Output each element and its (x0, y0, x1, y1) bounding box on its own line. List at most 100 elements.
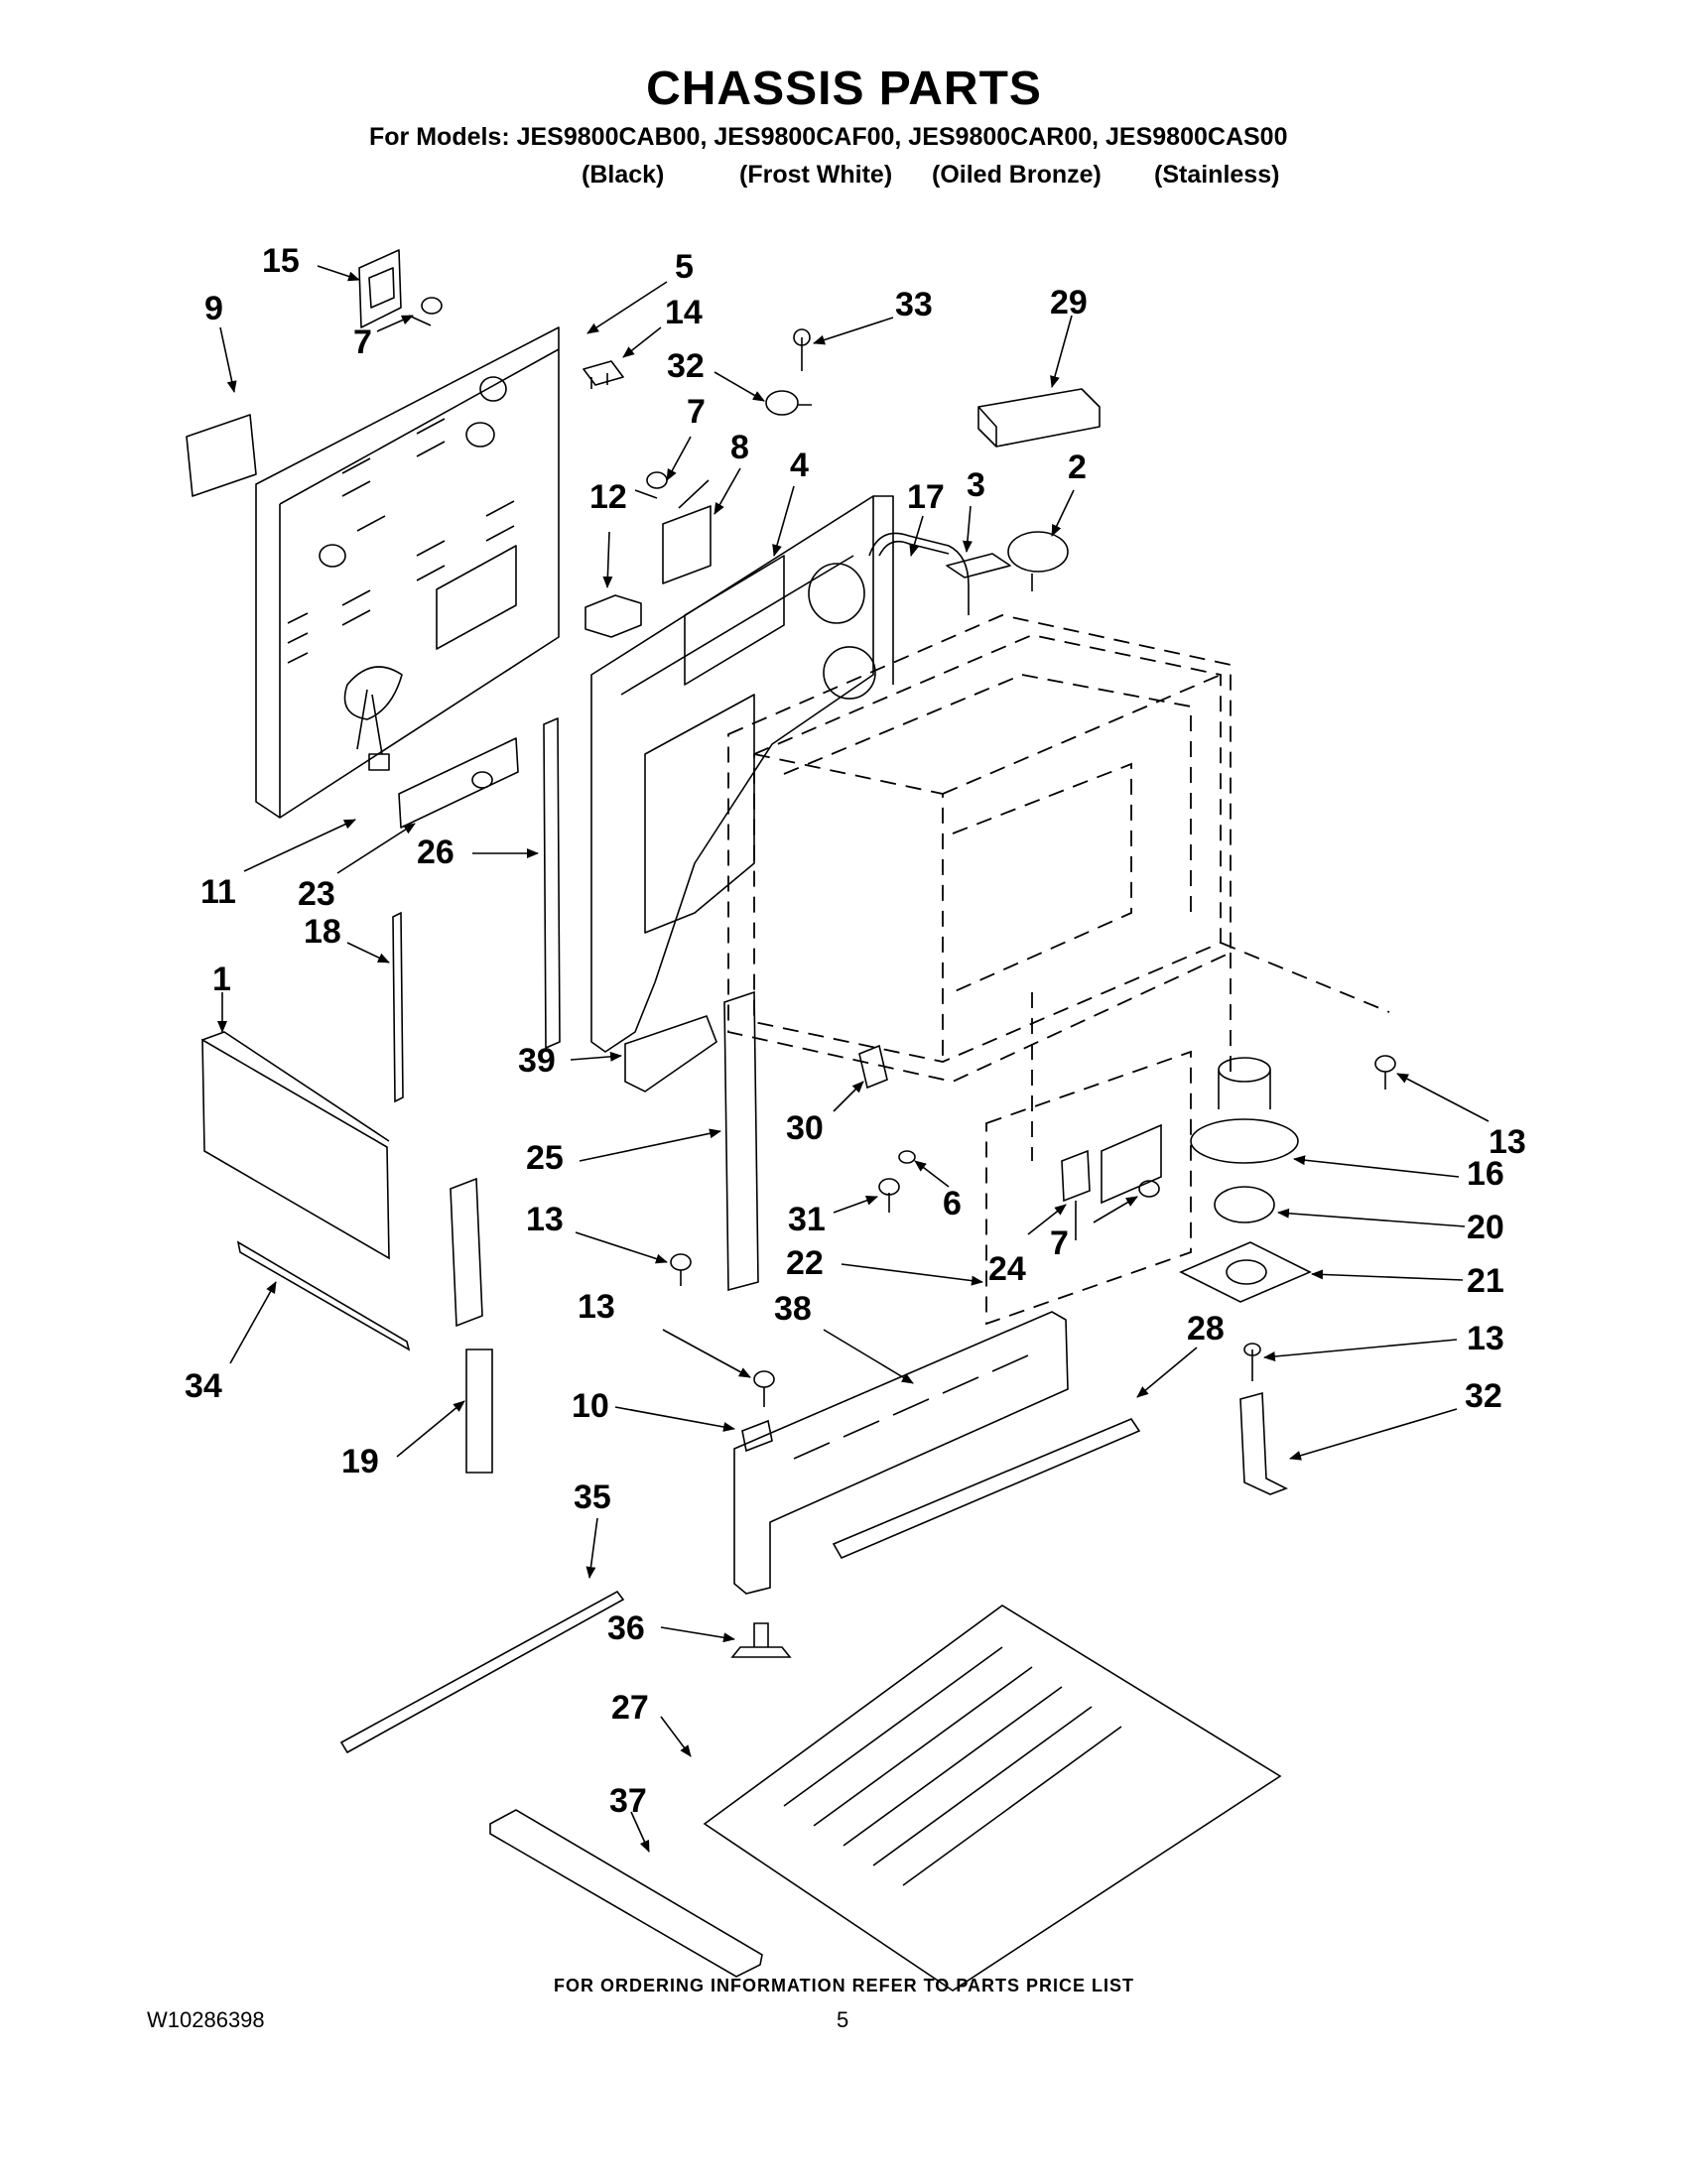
front-frame-openings (644, 555, 876, 934)
leader-7c (1093, 1196, 1138, 1223)
rear-panel-plate (436, 545, 517, 650)
leader-27 (660, 1716, 692, 1757)
leader-15 (317, 265, 360, 282)
callout-32b: 32 (1465, 1377, 1502, 1415)
callout-2: 2 (1068, 449, 1087, 486)
leader-37 (630, 1811, 650, 1853)
callout-13c: 13 (578, 1288, 615, 1326)
leader-14 (622, 326, 662, 358)
callout-11: 11 (200, 873, 236, 911)
leader-8 (714, 467, 741, 515)
rear-panel-holes (319, 376, 507, 568)
callout-7a: 7 (353, 323, 372, 361)
drawer-panel-part-1 (201, 1031, 390, 1260)
rail-part-37 (489, 1809, 763, 1978)
callout-24: 24 (988, 1250, 1026, 1288)
callout-13d: 13 (1467, 1320, 1504, 1357)
fan-part (343, 666, 403, 771)
leader-16 (1293, 1155, 1460, 1178)
callout-13a: 13 (1489, 1123, 1526, 1161)
callout-3: 3 (967, 466, 985, 504)
leader-5 (586, 281, 668, 334)
callout-23: 23 (298, 875, 335, 913)
leader-19 (396, 1400, 465, 1458)
leader-33 (813, 317, 894, 345)
callout-32: 32 (667, 347, 705, 385)
callout-26: 26 (417, 834, 454, 871)
callout-8: 8 (730, 429, 749, 466)
callout-1: 1 (212, 961, 231, 998)
leader-4 (772, 485, 795, 557)
hose-part-17 (868, 532, 970, 615)
bracket-part-15 (358, 249, 402, 328)
hinge-part-39 (450, 1177, 483, 1328)
leader-18 (346, 942, 390, 964)
side-strip-part-18 (392, 911, 404, 1103)
element-box-part (985, 1050, 1192, 1326)
thermostat-part-14 (583, 360, 624, 389)
leader-32b (1289, 1408, 1458, 1461)
filter-part-20 (1214, 1186, 1275, 1223)
terminal-block-part-12 (584, 594, 642, 638)
callout-10: 10 (572, 1387, 609, 1425)
callout-9: 9 (204, 290, 223, 327)
callout-16: 16 (1467, 1155, 1504, 1193)
clip-part-30 (858, 1044, 888, 1090)
document-number: W10286398 (147, 2007, 265, 2032)
leader-38 (823, 1329, 914, 1384)
bracket-part-8 (662, 479, 712, 584)
callout-5: 5 (675, 248, 694, 286)
callout-13b: 13 (526, 1201, 564, 1238)
page-number: 5 (837, 2007, 849, 2032)
callout-34: 34 (185, 1367, 222, 1405)
screw-part-13a (1374, 1055, 1396, 1090)
callout-39: 39 (518, 1042, 556, 1080)
leader-13b (575, 1231, 668, 1264)
burner-tower-part-16 (1190, 1057, 1299, 1164)
front-frame-part (590, 495, 894, 1053)
duct-part-29 (977, 388, 1101, 448)
rear-panel-slots (287, 418, 515, 664)
finish-oiled-bronze: (Oiled Bronze) (932, 161, 1102, 189)
callout-7b: 7 (687, 393, 706, 431)
leader-34 (229, 1281, 277, 1364)
callout-7c: 7 (1050, 1224, 1069, 1262)
oven-cavity-inner (783, 674, 1192, 993)
finish-stainless: (Stainless) (1154, 161, 1280, 189)
vent-part-23 (398, 737, 519, 829)
callout-17: 17 (907, 478, 945, 516)
leader-31 (833, 1196, 878, 1214)
callout-38: 38 (774, 1290, 812, 1328)
leader-6 (914, 1160, 950, 1188)
callout-19: 19 (341, 1443, 379, 1480)
leader-21 (1311, 1269, 1464, 1281)
leader-39 (570, 1051, 622, 1062)
leader-2 (1051, 489, 1075, 537)
callout-30: 30 (786, 1109, 824, 1147)
callout-15: 15 (262, 242, 300, 280)
callout-12: 12 (589, 478, 627, 516)
gasket-part-21 (1179, 1241, 1312, 1303)
plate-part-19 (465, 1349, 493, 1474)
callout-35: 35 (574, 1478, 611, 1516)
leader-12 (602, 531, 613, 588)
leader-36 (660, 1626, 735, 1643)
leader-7a (376, 315, 414, 332)
leader-22 (841, 1263, 983, 1286)
leader-9 (219, 326, 237, 393)
strip-part-34 (236, 1240, 411, 1351)
leader-32 (714, 371, 765, 402)
models-line: For Models: JES9800CAB00, JES9800CAF00, … (369, 123, 1288, 151)
leader-10 (614, 1406, 735, 1432)
callout-27: 27 (611, 1689, 649, 1727)
screw-part-7c (1138, 1180, 1160, 1198)
washer-part-6 (898, 1150, 916, 1164)
ordering-note: FOR ORDERING INFORMATION REFER TO PARTS … (553, 1976, 1134, 1995)
leader-7b (666, 436, 692, 481)
wire-lines (1031, 942, 1390, 1161)
callout-21: 21 (1467, 1262, 1504, 1300)
leader-23 (336, 823, 416, 874)
page-title: CHASSIS PARTS (646, 63, 1042, 115)
leader-20 (1277, 1208, 1466, 1227)
